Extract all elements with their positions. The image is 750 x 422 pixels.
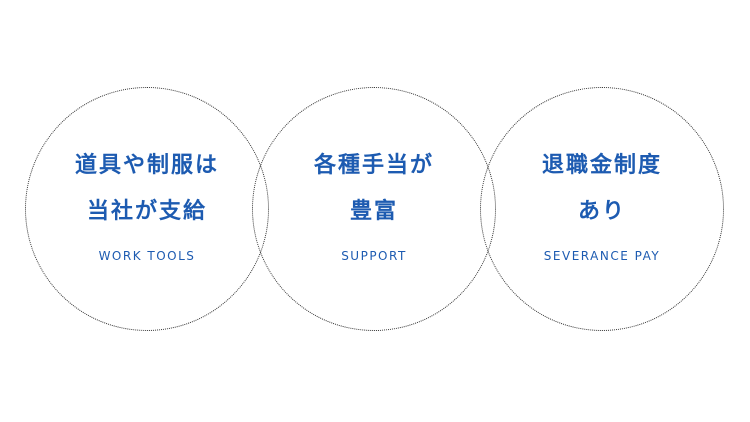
feature-work-tools: 道具や制服は 当社が支給 WORK TOOLS — [25, 87, 269, 331]
feature-title-line: 各種手当が — [313, 153, 434, 178]
feature-subtitle: SEVERANCE PAY — [543, 249, 661, 263]
feature-title: 道具や制服は 当社が支給 — [75, 143, 219, 235]
feature-subtitle: SUPPORT — [341, 249, 407, 263]
feature-severance-pay: 退職金制度 あり SEVERANCE PAY — [480, 87, 724, 331]
feature-subtitle: WORK TOOLS — [98, 249, 196, 263]
feature-support: 各種手当が 豊富 SUPPORT — [252, 87, 496, 331]
feature-title: 各種手当が 豊富 — [314, 143, 434, 235]
feature-title-line: 道具や制服は — [74, 153, 219, 178]
feature-title-line: 退職金制度 — [541, 153, 662, 178]
feature-title-line: 当社が支給 — [86, 199, 207, 224]
feature-title: 退職金制度 あり — [542, 143, 662, 235]
feature-circle-outline — [480, 87, 724, 331]
feature-title-line: あり — [577, 199, 626, 224]
feature-title-line: 豊富 — [349, 199, 398, 224]
